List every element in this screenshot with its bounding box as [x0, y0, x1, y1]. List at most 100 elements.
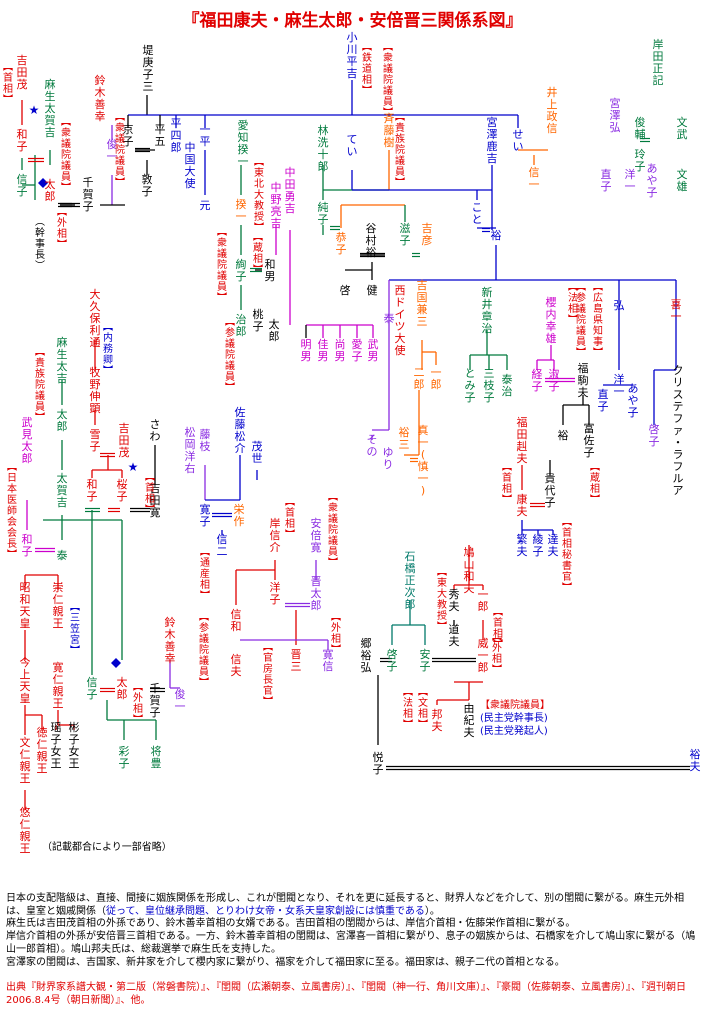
position-label: ︻衆議院議員︼ [61, 117, 71, 194]
person-shunichi: 俊一 [107, 137, 118, 163]
person-hayashi_senjuro: 林洗十郎 [318, 123, 329, 173]
person-nobuko2: 信子 [87, 676, 98, 701]
person-tokuhito: 徳仁親王 [37, 726, 48, 775]
person-akio: 明男 [301, 338, 312, 363]
person-hironobu: 寛信 [323, 647, 334, 673]
person-shigeo: 繁夫 [517, 532, 528, 558]
explanation-notes: 日本の支配階級は、直接、間接に姻族関係を形成し、これが閨閥となり、それを更に延長… [6, 893, 700, 969]
person-fukuda_takeo: 福田赳夫 [517, 415, 528, 465]
star-marker: ★ [29, 103, 40, 117]
person-chugoku_taishi: 中国大使 [185, 141, 196, 190]
person-taro4: 太郎 [117, 676, 128, 701]
person-aso_taro: 太郎 [45, 178, 56, 203]
person-ishibashi: 石橋正次郎 [405, 550, 416, 611]
person-yoshikuni_kanezo: 吉国兼三 [417, 279, 428, 328]
person-kazuko2: 和子 [87, 478, 98, 503]
person-arai_shoji: 新井章治 [482, 285, 493, 335]
person-yasushi2: 泰 [57, 548, 68, 562]
person-shinji: 信二 [217, 533, 228, 558]
person-kiichi2: 喜一 [671, 298, 682, 323]
person-keiko2: 啓子 [649, 422, 660, 448]
position-label: ︻首相︼ [145, 472, 155, 516]
person-nobuo2: 信夫 [231, 653, 242, 678]
person-chikako: 千賀子 [83, 176, 94, 213]
person-aiko: 愛子 [352, 338, 363, 363]
person-shukuko: 淑子 [549, 368, 560, 393]
person-tatsuo: 達夫 [548, 533, 559, 558]
position-label: ︻参議院議員︼ [576, 282, 586, 359]
yukio-role-1: 【衆議院議員】 [480, 698, 550, 711]
position-label: ︻参議院議員︼ [199, 612, 209, 689]
person-kichihiko: 吉彦 [422, 222, 433, 247]
person-ichihei: 一平 [200, 123, 211, 148]
position-label: ︻蔵相︼ [590, 462, 600, 506]
person-yuri: ゆり [383, 446, 394, 471]
person-fumihito: 文仁親王 [20, 735, 31, 785]
person-miyazawa_hiroshi: 宮澤弘 [610, 96, 621, 134]
person-shinichi: 信一 [529, 166, 540, 191]
note-4: 宮澤家の閨閥は、吉国家、新井家を介して櫻内家に繋がり、福家を介して福田家に至る。… [6, 956, 565, 968]
note-1b: 従って、皇位継承問題、とりわけ女帝・女系天皇家創設には慎重である [106, 905, 425, 917]
person-naoko: 直子 [601, 167, 612, 193]
diagram-title: 『福田康夫・麻生太郎・安倍晋三関係系図』 [182, 11, 523, 31]
person-takeo: 武男 [368, 338, 379, 363]
person-nobuo: 信和 [231, 608, 242, 633]
person-tomohito: 寛仁親王 [53, 660, 64, 710]
person-aso_takakichi: 麻生太賀吉 [45, 77, 56, 139]
person-fujie: 藤枝 [200, 428, 211, 453]
yukio-role-3: (民主党発起人) [480, 724, 548, 737]
person-hatoyama_kazuo: 鳩山和夫 [464, 545, 475, 595]
person-hiroo: 裕夫 [690, 748, 701, 773]
person-suzuki_zenko: 鈴木善幸 [95, 73, 106, 123]
person-aichi_kiichi: 愛知揆一 [238, 119, 249, 168]
person-yoshida_hiroshi: 吉田寛 [150, 482, 161, 519]
person-yoko_jo: 彬子女王 [69, 721, 80, 770]
omission-note: （記載都合により一部省略） [42, 842, 172, 853]
person-okubo: 大久保利通 [90, 287, 101, 349]
person-yasuko: 安子 [420, 647, 431, 673]
person-hisao: 尚男 [335, 337, 346, 363]
person-shinzo: 晋三 [291, 648, 302, 673]
position-label: ︻東大教授︼ [437, 567, 447, 633]
position-label: ︻蔵相︼ [253, 232, 263, 276]
person-sakurako: 桜子 [117, 477, 128, 503]
person-moyo: 茂世 [252, 439, 263, 465]
star-marker: ★ [128, 460, 139, 474]
person-yoshida_shigeru2: 吉田茂 [119, 422, 130, 459]
person-iichiro: 威一郎 [478, 637, 489, 674]
position-label: ︻外相︼ [57, 207, 67, 251]
person-ayako2: あや子 [628, 382, 639, 419]
person-fukuda_komao: 福駒夫 [578, 361, 589, 399]
person-akiko: 瑶子女王 [51, 721, 62, 770]
position-label: ︵幹事長︶ [35, 217, 45, 272]
person-ayako: あや子 [647, 162, 658, 199]
note-2: 麻生氏は吉田茂首相の外孫であり、鈴木善幸首相の女婿である。吉田首相の閨閥からは、… [6, 918, 576, 930]
person-showa: 昭和天皇 [20, 581, 31, 630]
position-label: ︻官房長官︼ [263, 642, 273, 708]
person-sakurauchi: 櫻内幸雄 [546, 295, 557, 345]
person-tsutsumi_kozo: 堤庚子三 [143, 44, 154, 93]
person-suzuki2: 鈴木善幸 [165, 615, 176, 665]
position-label: ︻参議院議員︼ [225, 317, 235, 394]
person-goma: 郷裕弘 [361, 636, 372, 674]
position-label: ︻外相︼ [331, 612, 341, 656]
diamond-marker [111, 658, 121, 668]
position-label: ︻鉄道相︼ [362, 42, 372, 97]
person-sono: その [367, 433, 378, 458]
person-keiko: 経子 [532, 368, 543, 393]
person-takakichi2: 太賀吉 [57, 472, 68, 509]
person-aso_takichi: 麻生太吉 [57, 335, 68, 385]
person-ichiro: 一郎 [431, 366, 442, 391]
person-ayako3: 綾子 [533, 533, 544, 558]
person-koto: こと [472, 201, 483, 226]
person-saito_itsuki: 斉藤樹 [384, 111, 395, 149]
position-label: ︻衆議院議員︼ [328, 492, 338, 569]
diamond-marker [38, 178, 48, 188]
person-yoko: 洋子 [270, 580, 281, 606]
person-yasuo: 康夫 [517, 492, 528, 518]
person-kinjo: 今上天皇 [20, 655, 31, 705]
yukio-role-2: (民主党幹事長) [480, 711, 548, 724]
person-ethuko: 悦子 [373, 750, 384, 776]
position-label: ︻法相︼ [403, 687, 413, 731]
person-michio: 道夫 [449, 622, 460, 648]
